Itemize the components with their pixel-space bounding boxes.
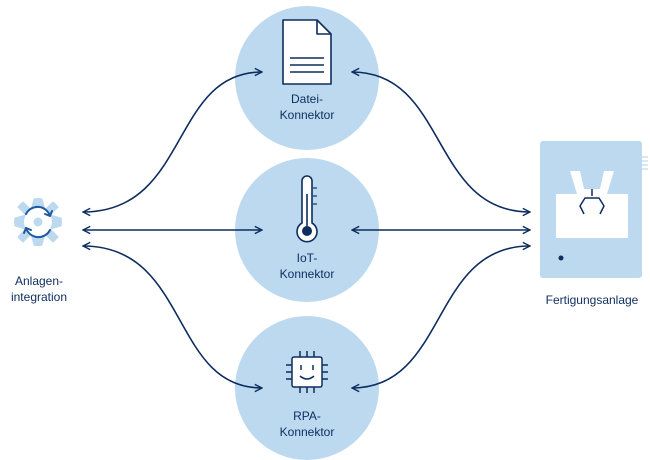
iot-connector-label-line1: IoT-	[296, 251, 318, 265]
gear-sync-icon	[14, 198, 62, 246]
file-connector-label-line1: Datei-	[290, 92, 323, 106]
file-connector-label-line2: Konnektor	[279, 108, 335, 122]
arrow-left-to-file	[83, 72, 262, 212]
iot-connector-label: IoT- Konnektor	[257, 250, 357, 282]
plant-integration-label: Anlagen- integration	[0, 273, 78, 305]
manufacturing-machine-icon	[540, 141, 648, 278]
plant-integration-label-line1: Anlagen-	[14, 274, 64, 288]
manufacturing-plant-label: Fertigungsanlage	[534, 292, 650, 308]
file-connector-label: Datei- Konnektor	[257, 91, 357, 123]
thermometer-icon	[296, 175, 318, 243]
plant-integration-label-line2: integration	[10, 290, 68, 304]
rpa-connector-label-line2: Konnektor	[279, 425, 335, 439]
arrow-file-to-machine	[352, 72, 530, 212]
document-icon	[282, 19, 332, 85]
iot-connector-label-line2: Konnektor	[279, 267, 335, 281]
rpa-connector-label: RPA- Konnektor	[257, 408, 357, 440]
robot-chip-icon	[286, 351, 328, 393]
arrow-left-to-rpa	[83, 246, 262, 388]
rpa-connector-label-line1: RPA-	[293, 409, 321, 423]
arrow-rpa-to-machine	[352, 246, 530, 388]
manufacturing-plant-label-line1: Fertigungsanlage	[545, 293, 639, 307]
